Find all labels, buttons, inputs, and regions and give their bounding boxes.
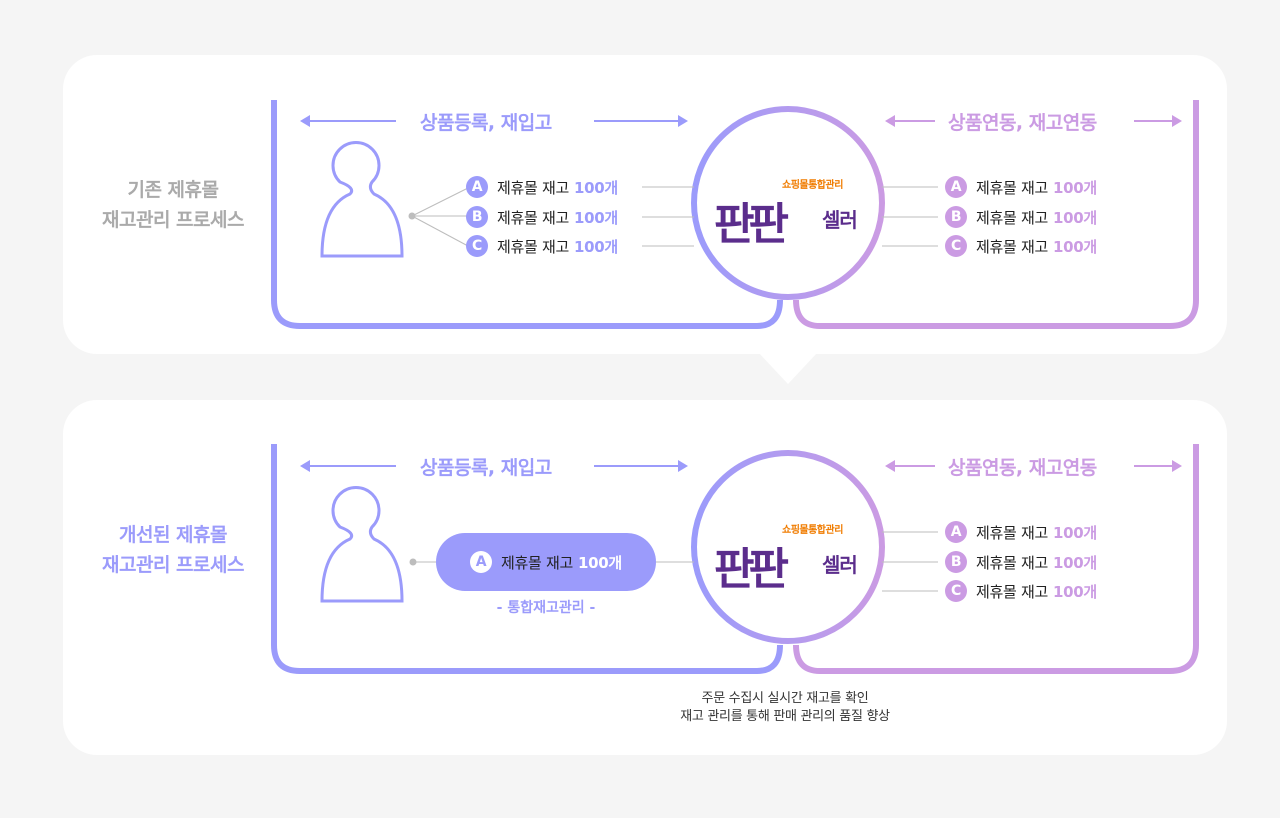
existing-process-label: 기존 제휴몰 재고관리 프로세스 (102, 179, 244, 231)
right-arrow (594, 115, 688, 127)
heading-sync-stock: 상품연동, 재고연동 (948, 457, 1097, 479)
user-icon (320, 485, 404, 603)
heading-register-restock: 상품등록, 재입고 (420, 112, 552, 134)
left-arrow (300, 115, 396, 127)
integrated-stock-caption: - 통합재고관리 - (496, 600, 596, 616)
list-item: B 제휴몰 재고 100개 (945, 206, 1097, 228)
panpan-seller-logo: 쇼핑몰통합관리 판판 셀러 (714, 525, 858, 595)
integrated-stock-pill: A 제휴몰 재고 100개 (436, 533, 656, 591)
heading-sync-stock: 상품연동, 재고연동 (948, 112, 1097, 134)
list-item: A 제휴몰 재고 100개 (466, 176, 618, 198)
improved-process-label: 개선된 제휴몰 재고관리 프로세스 (102, 524, 244, 576)
list-item: A 제휴몰 재고 100개 (945, 176, 1097, 198)
right-arrow (594, 460, 688, 472)
list-item: C 제휴몰 재고 100개 (945, 580, 1097, 602)
list-item: C 제휴몰 재고 100개 (466, 235, 618, 257)
left-arrow (885, 115, 935, 127)
left-arrow (885, 460, 935, 472)
list-item: A 제휴몰 재고 100개 (945, 521, 1097, 543)
down-pointer (759, 353, 817, 384)
left-arrow (300, 460, 396, 472)
heading-register-restock: 상품등록, 재입고 (420, 457, 552, 479)
list-item: B 제휴몰 재고 100개 (945, 551, 1097, 573)
user-icon (320, 140, 404, 258)
list-item: B 제휴몰 재고 100개 (466, 206, 618, 228)
right-arrow (1134, 460, 1182, 472)
existing-process-card (63, 55, 1227, 354)
panpan-seller-logo: 쇼핑몰통합관리 판판 셀러 (714, 180, 858, 250)
right-arrow (1134, 115, 1182, 127)
list-item: C 제휴몰 재고 100개 (945, 235, 1097, 257)
footnote: 주문 수집시 실시간 재고를 확인 재고 관리를 통해 판매 관리의 품질 향상 (680, 691, 890, 724)
